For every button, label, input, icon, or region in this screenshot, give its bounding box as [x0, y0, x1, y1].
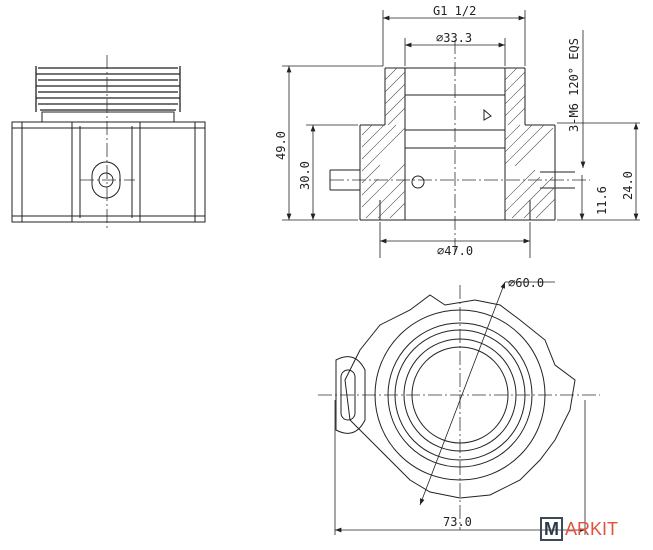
inner-diameter-label: ⌀33.3	[436, 31, 472, 45]
height-total-label: 49.0	[274, 131, 288, 160]
height-right-label: 24.0	[621, 171, 635, 200]
section-view	[329, 40, 590, 255]
side-view	[11, 55, 206, 230]
body-diameter-label: ⌀47.0	[437, 244, 473, 258]
hole-height-label: 11.6	[595, 186, 609, 215]
plan-view	[318, 281, 600, 535]
width-total-label: 73.0	[443, 515, 472, 529]
dimension-lines	[282, 10, 640, 258]
logo-box-letter: M	[540, 517, 563, 541]
logo: M ARKIT	[540, 517, 618, 541]
height-body-label: 30.0	[298, 161, 312, 190]
logo-text: ARKIT	[565, 518, 619, 539]
thread-lines	[35, 66, 181, 123]
cursor-icon	[483, 108, 492, 121]
screws-label: 3-M6 120° EQS	[567, 38, 581, 132]
thread-label: G1 1/2	[433, 4, 476, 18]
outer-diameter-label: ⌀60.0	[508, 276, 544, 290]
hatching	[361, 67, 556, 219]
